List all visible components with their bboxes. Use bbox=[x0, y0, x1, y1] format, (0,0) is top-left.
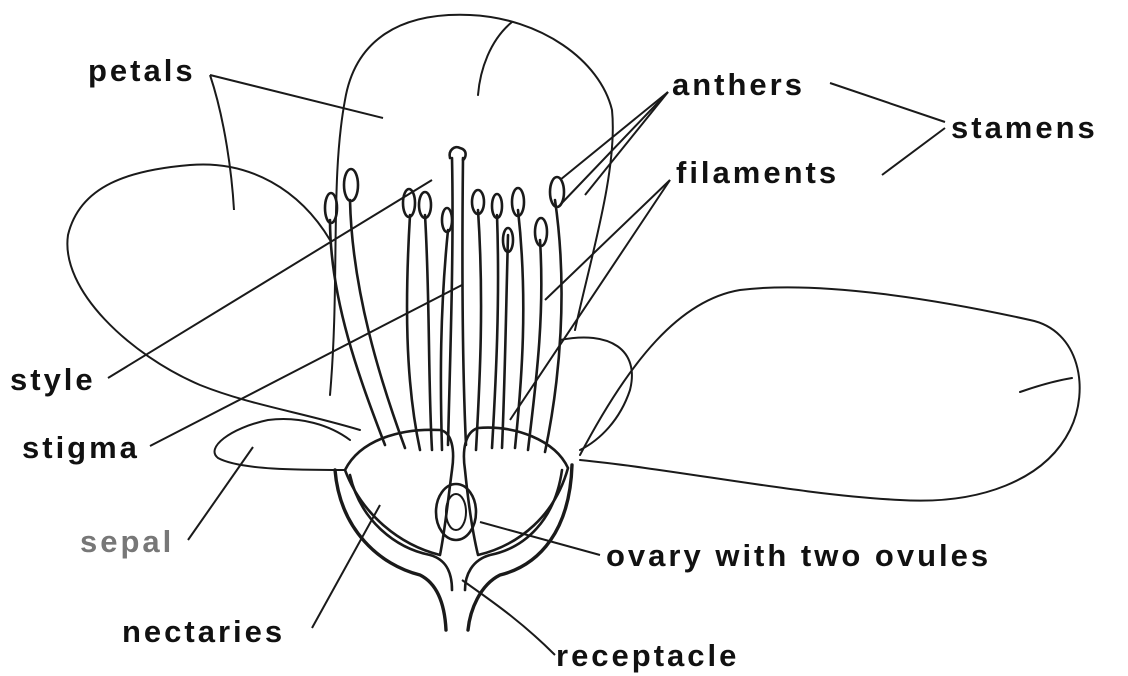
label-stamens: stamens bbox=[951, 112, 1098, 143]
leader-anthers-1 bbox=[560, 92, 668, 180]
label-sepal: sepal bbox=[80, 526, 174, 557]
leader-anthers-2 bbox=[585, 92, 668, 195]
left-petal bbox=[67, 164, 360, 430]
leader-style bbox=[108, 180, 432, 378]
style-stalk bbox=[448, 158, 453, 445]
leader-stamens-top bbox=[830, 83, 945, 122]
label-style: style bbox=[10, 364, 96, 395]
leader-ovary bbox=[480, 522, 600, 555]
back-petal bbox=[560, 337, 632, 450]
label-anthers: anthers bbox=[672, 69, 805, 100]
receptacle-cup bbox=[335, 470, 446, 630]
leader-stamens-bottom bbox=[882, 128, 945, 175]
label-filaments: filaments bbox=[676, 157, 839, 188]
stamen-group bbox=[330, 200, 562, 452]
top-petal-notch bbox=[478, 22, 512, 95]
leader-anthers-3 bbox=[560, 92, 668, 205]
leader-petals-left bbox=[210, 75, 234, 210]
receptacle-cup-right bbox=[468, 465, 572, 630]
leader-filaments-2 bbox=[510, 180, 670, 420]
leader-nectaries bbox=[312, 505, 380, 628]
left-sepal bbox=[215, 419, 350, 470]
leader-receptacle bbox=[462, 580, 555, 655]
label-nectaries: nectaries bbox=[122, 616, 285, 647]
label-stigma: stigma bbox=[22, 432, 140, 463]
label-receptacle: receptacle bbox=[556, 640, 739, 671]
label-ovary: ovary with two ovules bbox=[606, 540, 991, 571]
leader-petals-top bbox=[210, 75, 383, 118]
ovule bbox=[446, 494, 466, 530]
label-petals: petals bbox=[88, 55, 196, 86]
style-stalk-right bbox=[462, 158, 466, 445]
right-petal-notch bbox=[1020, 378, 1072, 392]
anther-group bbox=[325, 169, 564, 252]
leader-sepal bbox=[188, 447, 253, 540]
right-petal bbox=[580, 287, 1080, 500]
